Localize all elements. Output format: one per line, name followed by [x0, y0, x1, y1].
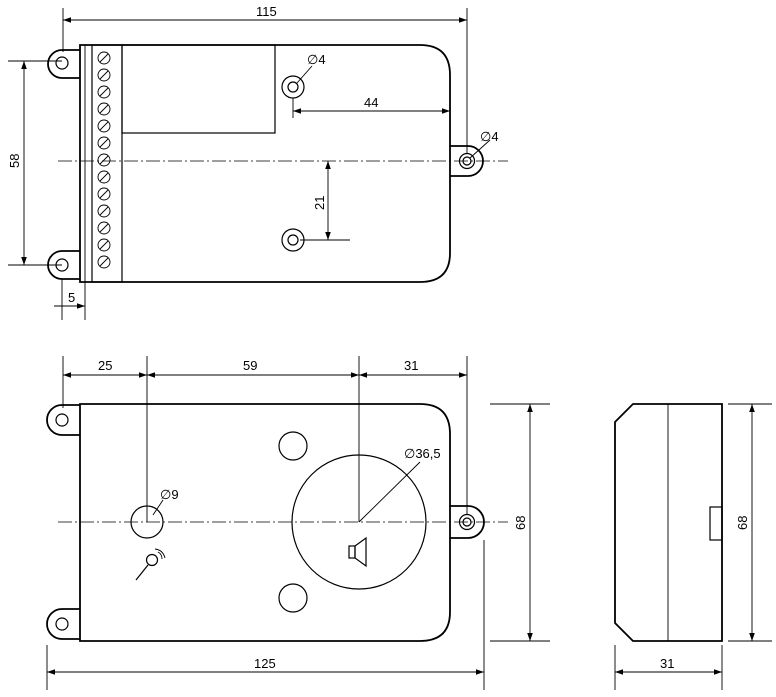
dim-flange: 5 [68, 290, 75, 305]
front-body-outline [79, 403, 451, 642]
terminal-strip [91, 44, 123, 283]
dim-hole-offset: 44 [364, 95, 378, 110]
front-view: 25 59 31 ∅9 ∅36,5 68 125 [46, 356, 550, 690]
front-boss-lower [278, 583, 308, 613]
front-left-top-ear-hole [55, 413, 69, 427]
dim-right-margin: 31 [404, 358, 418, 373]
left-top-ear-hole [55, 56, 69, 70]
top-view: 115 ∅4 44 ∅4 58 21 5 [7, 4, 508, 320]
dim-side-width: 31 [660, 656, 674, 671]
front-boss-upper [278, 431, 308, 461]
terminal-screws [97, 51, 111, 269]
dim-speaker-pos: 59 [243, 358, 257, 373]
side-view: 68 31 [614, 403, 772, 690]
dim-mic-dia: ∅9 [160, 487, 179, 502]
side-body-outline [614, 403, 723, 642]
pcb-module [121, 44, 276, 134]
dim-side-height: 68 [735, 516, 750, 530]
front-left-bottom-ear-hole [55, 617, 69, 631]
dim-mic-pos: 25 [98, 358, 112, 373]
dim-front-height: 68 [513, 516, 528, 530]
dim-front-width: 125 [254, 656, 276, 671]
dim-hole-dia-b: ∅4 [480, 129, 499, 144]
mount-hole-lower [287, 234, 299, 246]
dim-hole-spacing: 21 [312, 196, 327, 210]
front-left-top-ear [46, 404, 80, 436]
microphone-icon [135, 548, 166, 581]
mount-hole-upper [287, 81, 299, 93]
dim-speaker-dia: ∅36,5 [404, 446, 441, 461]
front-left-bottom-ear [46, 608, 80, 640]
dim-hole-dia-a: ∅4 [307, 52, 326, 67]
side-tab [709, 506, 723, 541]
dim-top-width: 115 [256, 4, 277, 19]
speaker-icon [348, 536, 367, 568]
left-top-ear [47, 49, 80, 79]
dim-mount-height: 58 [7, 154, 22, 168]
top-body-outline [79, 44, 451, 283]
